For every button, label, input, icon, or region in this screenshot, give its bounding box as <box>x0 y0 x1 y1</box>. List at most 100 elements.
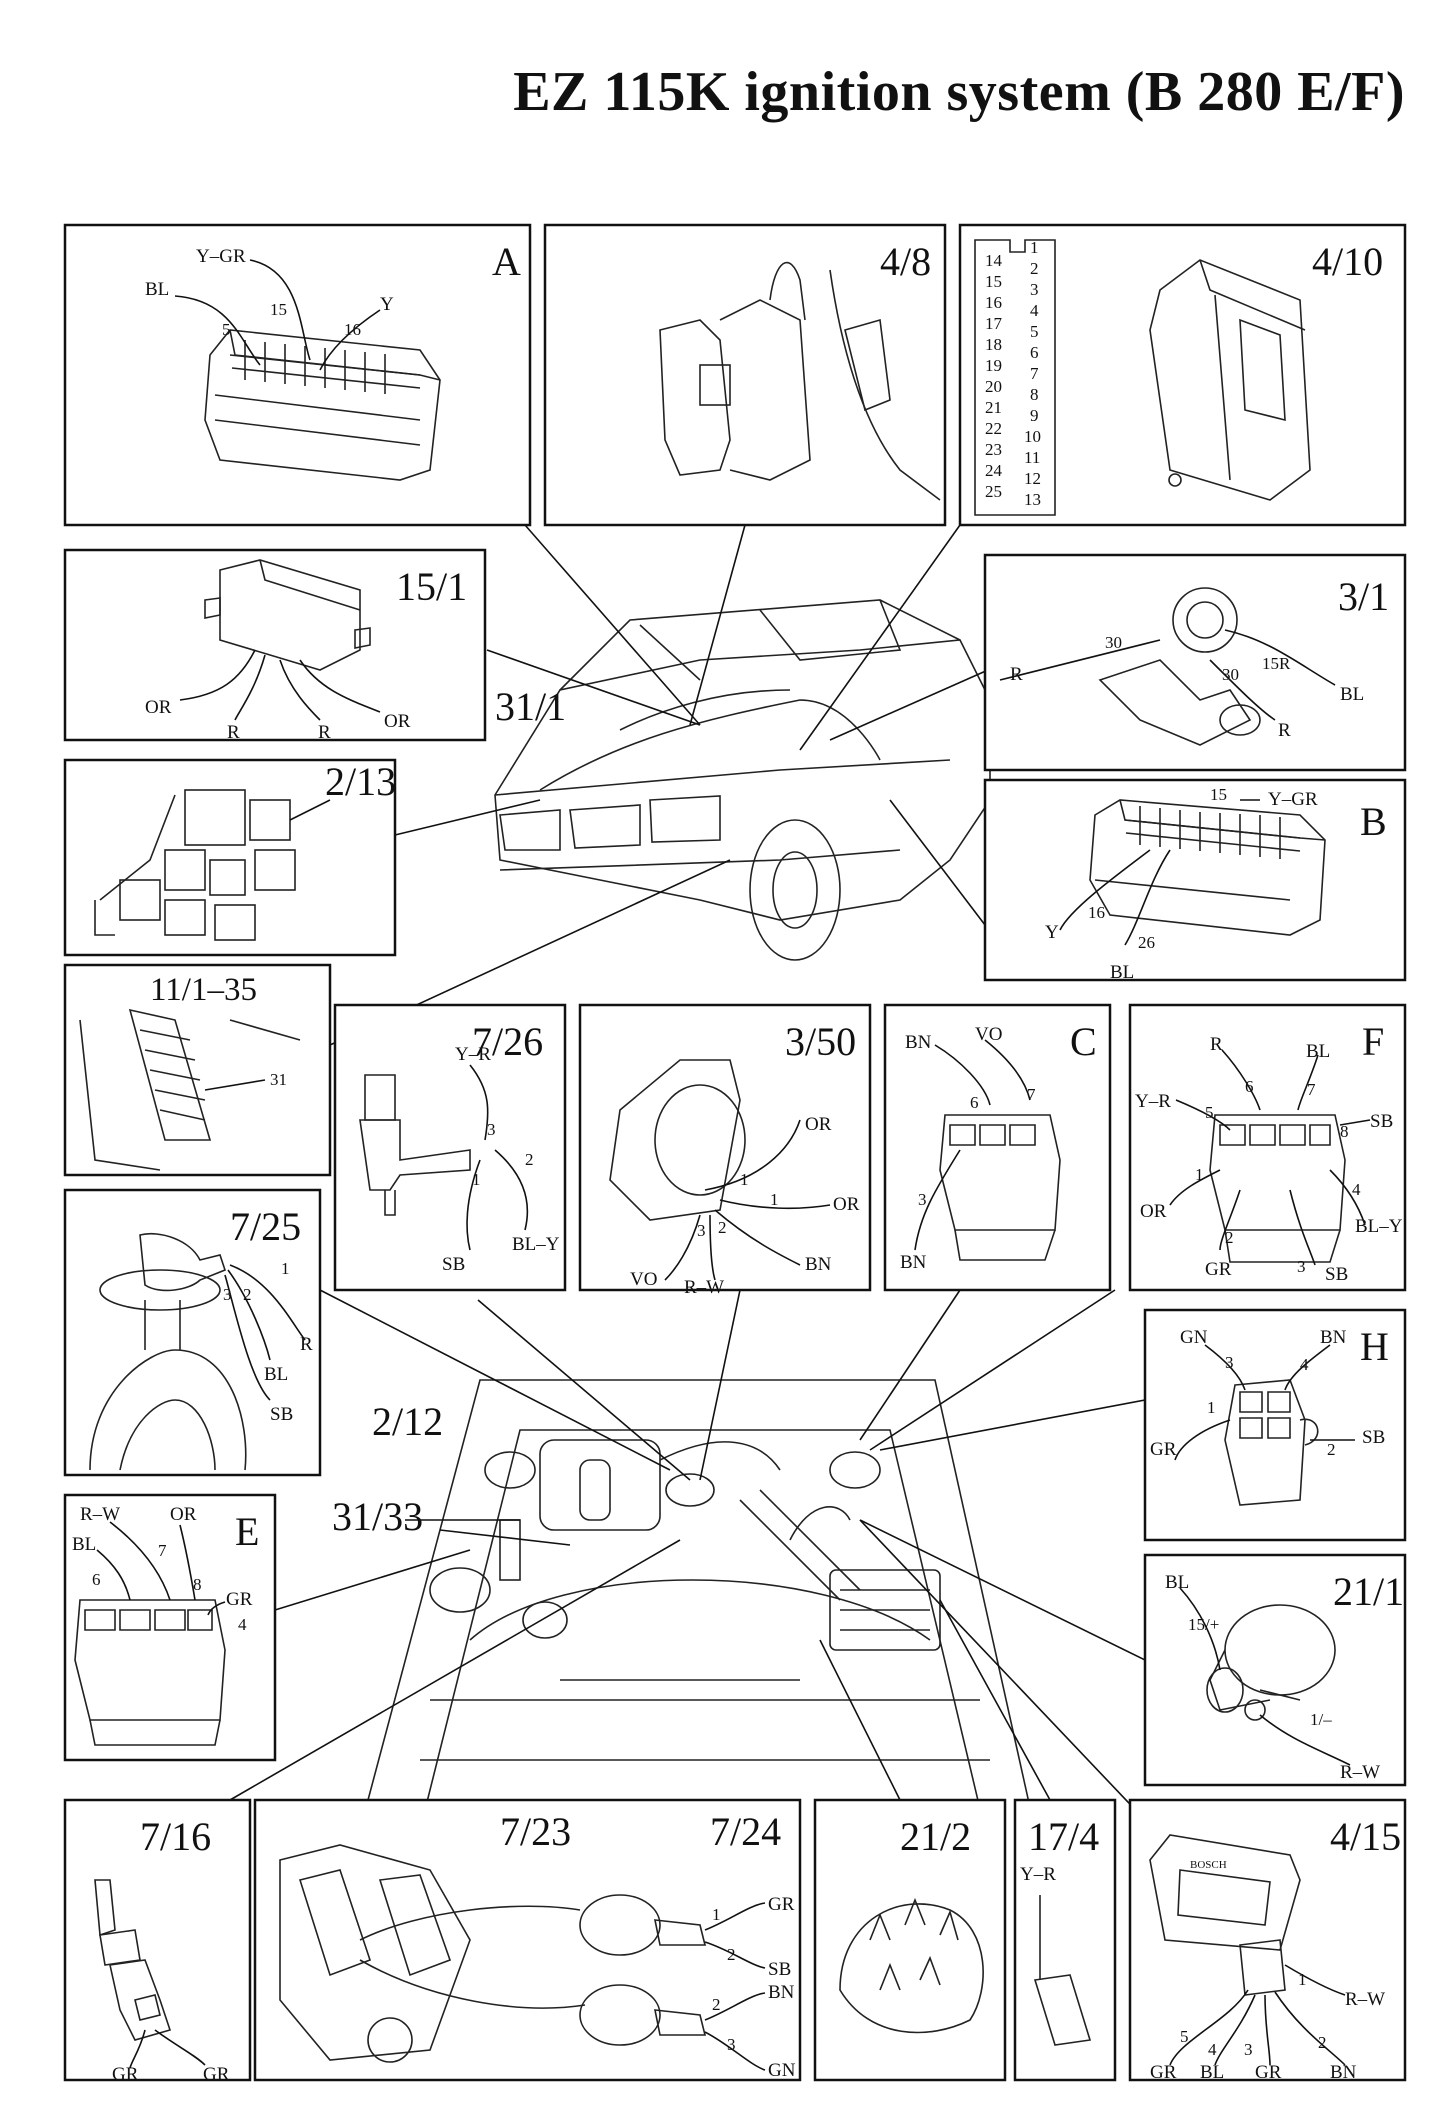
wire-bn-1: BN <box>905 1032 932 1053</box>
wire-gn: GN <box>768 2060 796 2081</box>
panel-4-15: 4/15 BOSCH R–W GR BL GR BN 1 5 4 3 2 <box>1128 1798 1407 2083</box>
wire-sb: SB <box>442 1254 465 1275</box>
panel-7-25: 7/25 R BL SB 1 2 3 <box>63 1188 322 1477</box>
pin-15: 15 <box>1210 785 1227 804</box>
wire-r-w: R–W <box>1345 1989 1385 2010</box>
connector-a-drawing <box>174 259 441 481</box>
pin-15r: 15R <box>1262 654 1291 673</box>
wire-bl: BL <box>1165 1572 1189 1593</box>
pin-2-a: 2 <box>727 1945 736 1964</box>
wire-r-2: R <box>318 722 331 743</box>
pin-7: 7 <box>1307 1080 1316 1099</box>
pin-3: 3 <box>1244 2040 1253 2059</box>
pin-4: 4 <box>1300 1355 1309 1374</box>
wire-y-gr: Y–GR <box>196 246 246 267</box>
panel-h-label: H <box>1360 1324 1389 1369</box>
pin-3: 3 <box>1225 1353 1234 1372</box>
wire-bl-y: BL–Y <box>512 1234 560 1255</box>
panel-f: F R BL Y–R SB OR BL–Y GR SB 6 7 5 8 1 4 … <box>1128 1003 1407 1292</box>
label-31-1: 31/1 <box>495 684 566 729</box>
wire-r-w: R–W <box>80 1504 120 1525</box>
wire-gr: GR <box>1205 1259 1232 1280</box>
panel-7-24-label: 7/24 <box>710 1809 781 1854</box>
svg-text:14: 14 <box>985 251 1003 270</box>
svg-text:6: 6 <box>1030 343 1039 362</box>
wire-or: OR <box>170 1504 197 1525</box>
panel-2-13: 2/13 <box>63 758 397 957</box>
svg-text:12: 12 <box>1024 469 1041 488</box>
wire-bl: BL <box>72 1534 96 1555</box>
svg-text:10: 10 <box>1024 427 1041 446</box>
panel-e-label: E <box>235 1509 259 1554</box>
pin-31: 31 <box>270 1070 287 1089</box>
pin-26: 26 <box>1138 933 1155 952</box>
panel-h: H GN BN GR SB 3 4 1 2 <box>1143 1308 1407 1542</box>
wire-gr: GR <box>1150 1439 1177 1460</box>
brand-bosch: BOSCH <box>1190 1859 1227 1871</box>
pin-6: 6 <box>1245 1077 1254 1096</box>
pin-4: 4 <box>1208 2040 1217 2059</box>
wire-y-r: Y–R <box>1135 1091 1171 1112</box>
wire-bl: BL <box>1200 2062 1224 2083</box>
pin-3: 3 <box>918 1190 927 1209</box>
panel-21-1: 21/1 BL R–W 15/+ 1/– <box>1143 1553 1407 1787</box>
svg-text:9: 9 <box>1030 406 1039 425</box>
wire-y-r: Y–R <box>1020 1864 1056 1885</box>
pin-1: 1 <box>1298 1970 1307 1989</box>
wire-bl: BL <box>264 1364 288 1385</box>
pin-1-minus: 1/– <box>1310 1710 1332 1729</box>
pin-5: 5 <box>1205 1103 1214 1122</box>
panel-7-26: 7/26 Y–R SB BL–Y 3 1 2 <box>333 1003 567 1292</box>
pin-5: 5 <box>222 320 231 339</box>
pin-3: 3 <box>223 1285 232 1304</box>
svg-text:4: 4 <box>1030 301 1039 320</box>
panel-4-8: 4/8 <box>543 223 947 527</box>
svg-text:16: 16 <box>985 293 1002 312</box>
panel-b: B Y–GR Y BL 15 16 26 <box>983 778 1407 983</box>
pin-4: 4 <box>238 1615 247 1634</box>
pin-30-b: 30 <box>1222 665 1239 684</box>
pin-30-a: 30 <box>1105 633 1122 652</box>
pin-4: 4 <box>1352 1180 1361 1199</box>
pin-3: 3 <box>727 2035 736 2054</box>
panel-15-1-label: 15/1 <box>396 564 467 609</box>
wire-bn: BN <box>1320 1327 1347 1348</box>
svg-text:21: 21 <box>985 398 1002 417</box>
pin-2: 2 <box>1225 1228 1234 1247</box>
wire-or-2: OR <box>384 711 411 732</box>
wire-or-1: OR <box>805 1114 832 1135</box>
pin-3: 3 <box>697 1221 706 1240</box>
panel-3-1-label: 3/1 <box>1338 574 1389 619</box>
panel-7-16-label: 7/16 <box>140 1814 211 1859</box>
wire-r: R <box>300 1334 313 1355</box>
svg-text:8: 8 <box>1030 385 1039 404</box>
svg-text:5: 5 <box>1030 322 1039 341</box>
wire-r-w: R–W <box>684 1277 724 1298</box>
wire-or: OR <box>1140 1201 1167 1222</box>
wire-gn: GN <box>1180 1327 1208 1348</box>
svg-text:1: 1 <box>1030 238 1039 257</box>
svg-text:11: 11 <box>1024 448 1040 467</box>
svg-text:25: 25 <box>985 482 1002 501</box>
svg-text:17: 17 <box>985 314 1003 333</box>
panel-3-50-label: 3/50 <box>785 1019 856 1064</box>
pin-3: 3 <box>487 1120 496 1139</box>
pin-2: 2 <box>243 1285 252 1304</box>
pin-7: 7 <box>1027 1085 1036 1104</box>
panel-4-10-label: 4/10 <box>1312 239 1383 284</box>
wire-gr-1: GR <box>112 2064 139 2085</box>
panel-c: C BN VO BN 6 7 3 <box>883 1003 1112 1292</box>
svg-text:15: 15 <box>985 272 1002 291</box>
svg-text:23: 23 <box>985 440 1002 459</box>
wire-bn-2: BN <box>900 1252 927 1273</box>
page-title: EZ 115K ignition system (B 280 E/F) <box>513 61 1405 123</box>
panel-15-1: 15/1 OR R R OR <box>63 548 487 743</box>
wire-sb: SB <box>1362 1427 1385 1448</box>
panel-7-23-7-24: 7/23 7/24 GR SB BN GN 1 2 2 3 <box>253 1798 802 2082</box>
pin-16: 16 <box>1088 903 1105 922</box>
svg-text:19: 19 <box>985 356 1002 375</box>
svg-text:7: 7 <box>1030 364 1039 383</box>
svg-text:20: 20 <box>985 377 1002 396</box>
panel-21-2: 21/2 <box>813 1798 1007 2082</box>
panel-4-15-label: 4/15 <box>1330 1814 1401 1859</box>
